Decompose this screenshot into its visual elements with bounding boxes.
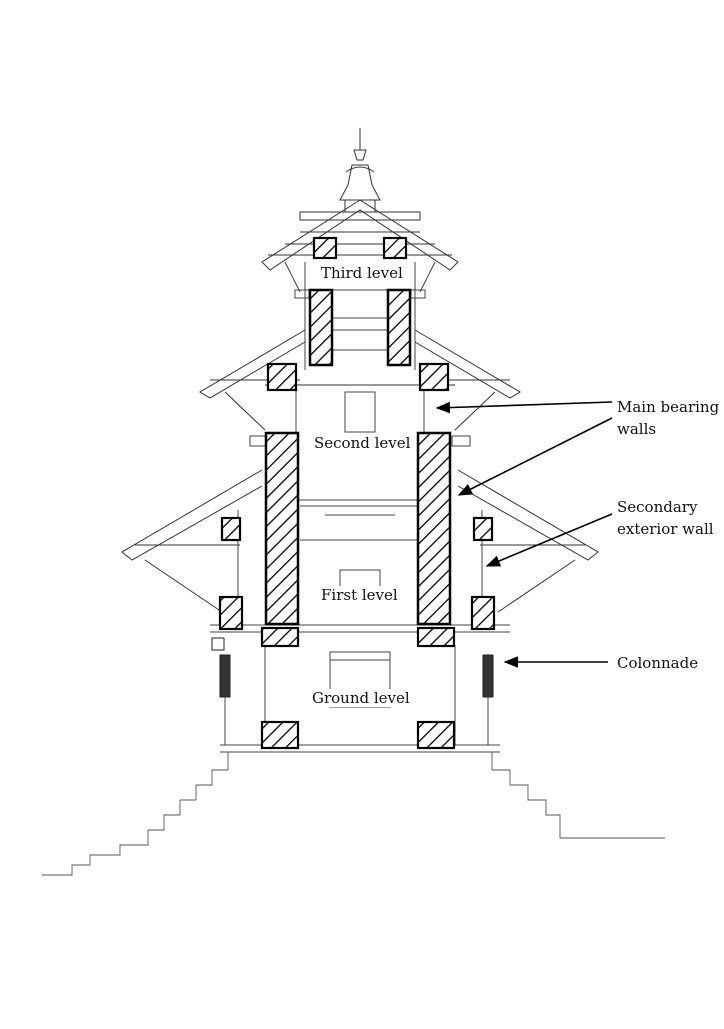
main-bearing-walls-label: Main bearing walls — [617, 396, 719, 440]
beam-first-right — [416, 626, 456, 648]
wall-second-first-right — [416, 431, 452, 626]
block-mid-right — [418, 362, 450, 392]
middle-roof — [199, 329, 521, 431]
secondary-exterior-wall-line1: Secondary — [617, 498, 698, 516]
main-bearing-walls-line2: walls — [617, 420, 657, 438]
arrow-secondary-wall — [485, 513, 613, 567]
arrow-main-bearing-lower — [457, 417, 613, 496]
block-ext-lower-left — [218, 595, 244, 631]
secondary-exterior-wall-line2: exterior wall — [617, 520, 714, 538]
second-level-label: Second level — [311, 434, 414, 452]
top-roof — [261, 199, 459, 271]
main-bearing-walls — [264, 288, 452, 626]
callout-arrows — [435, 401, 613, 668]
base-ground-left — [260, 720, 300, 750]
colonnade-label: Colonnade — [617, 654, 699, 672]
third-level-label: Third level — [318, 264, 406, 282]
base-ground-right — [416, 720, 456, 750]
third-level-structure — [284, 261, 436, 370]
finial — [339, 128, 381, 212]
wall-second-first-left — [264, 431, 300, 626]
ground-level-label: Ground level — [309, 689, 413, 707]
first-level-structure — [210, 510, 510, 633]
main-bearing-walls-line1: Main bearing — [617, 398, 720, 416]
block-ext-lower-right — [470, 595, 496, 631]
colonnade-columns — [211, 637, 494, 745]
block-top-left — [312, 236, 338, 260]
bottom-roof — [121, 469, 599, 613]
beam-first-left — [260, 626, 300, 648]
block-ext-upper-right — [472, 516, 494, 542]
wall-third-right — [386, 288, 412, 367]
first-level-label: First level — [318, 586, 401, 604]
block-mid-left — [266, 362, 298, 392]
arrow-main-bearing-upper — [435, 401, 613, 414]
stepped-plinth — [42, 752, 665, 876]
wall-third-left — [308, 288, 334, 367]
block-ext-upper-left — [220, 516, 242, 542]
secondary-exterior-wall-label: Secondary exterior wall — [617, 496, 714, 540]
secondary-wall-blocks — [218, 236, 496, 750]
block-top-right — [382, 236, 408, 260]
